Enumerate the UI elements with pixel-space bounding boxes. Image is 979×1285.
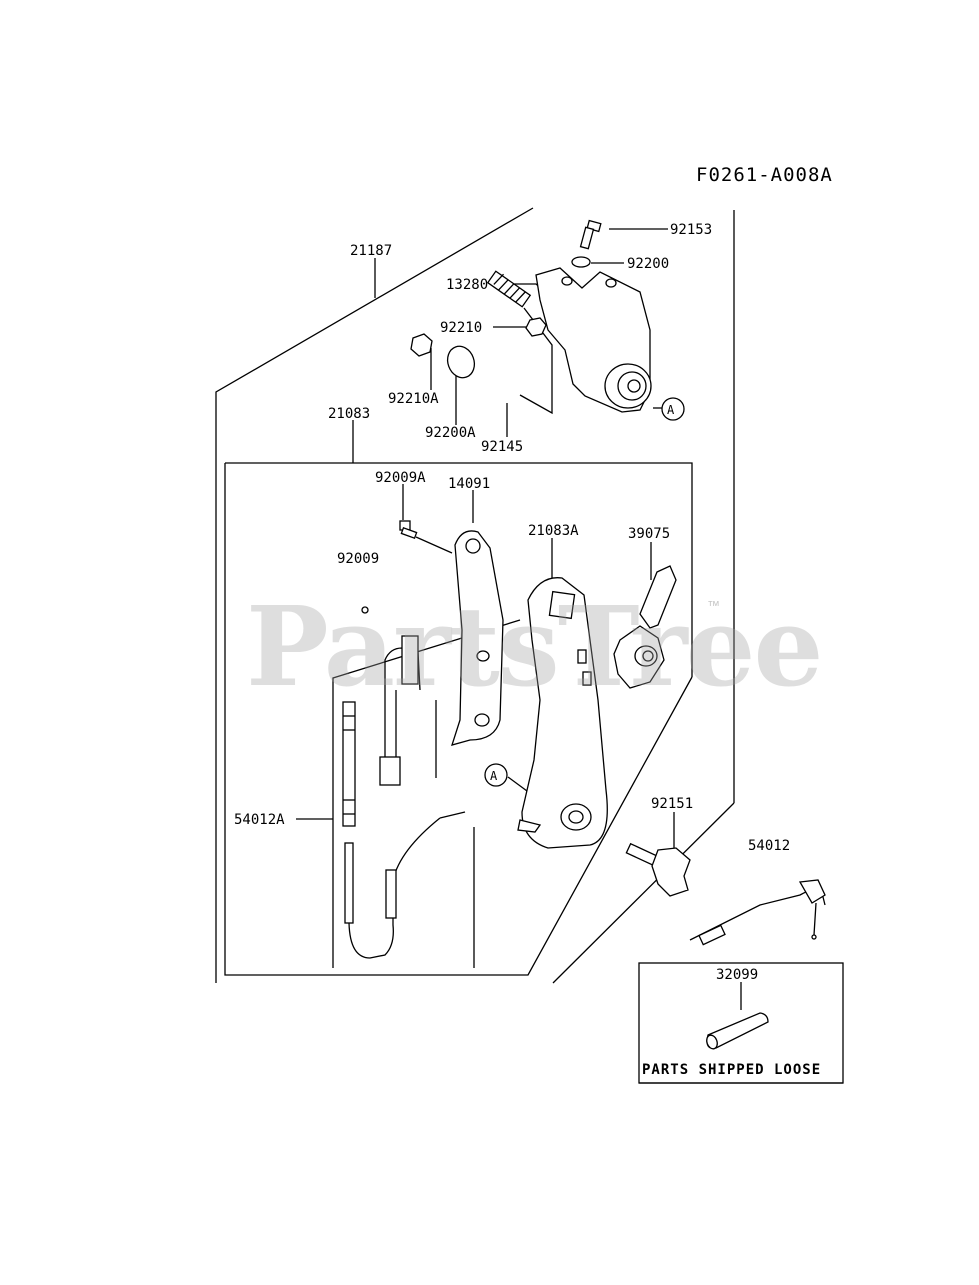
nut-92210A-icon — [410, 333, 433, 357]
bracket-13280-icon — [535, 267, 652, 413]
cable-54012-icon — [689, 879, 826, 946]
callout-a-upper-label: A — [667, 403, 675, 417]
part-label-92009A: 92009A — [375, 470, 426, 486]
part-label-92009: 92009 — [337, 551, 379, 567]
part-label-92145: 92145 — [481, 439, 523, 455]
nut-92210-icon — [525, 317, 547, 337]
part-label-92200A: 92200A — [425, 425, 476, 441]
part-label-92151: 92151 — [651, 796, 693, 812]
parts-shipped-loose-label: PARTS SHIPPED LOOSE — [642, 1062, 822, 1078]
bolt-92153-icon — [579, 219, 602, 250]
outer-frame-diag — [552, 802, 735, 984]
part-label-92210A: 92210A — [388, 391, 439, 407]
part-label-13280: 13280 — [446, 277, 488, 293]
callout-a-lower-label: A — [490, 769, 498, 783]
inner-frame-bottom — [224, 463, 693, 976]
lever-21083A-icon — [517, 577, 608, 849]
part-label-21083: 21083 — [328, 406, 370, 422]
part-label-92153: 92153 — [670, 222, 712, 238]
part-label-54012: 54012 — [748, 838, 790, 854]
watermark-trademark: ™ — [707, 598, 720, 613]
washer-92200A-icon — [446, 345, 476, 379]
cable-subframe — [332, 619, 521, 968]
part-label-54012A: 54012A — [234, 812, 285, 828]
part-label-92210: 92210 — [440, 320, 482, 336]
part-label-21187: 21187 — [350, 243, 392, 259]
part-label-92200: 92200 — [627, 256, 669, 272]
screw-92009A-icon — [399, 520, 418, 540]
cable-54012A-icon — [342, 606, 466, 959]
switch-lever-39075-icon — [613, 565, 677, 689]
diagram-id: F0261-A008A — [696, 164, 833, 186]
part-label-39075: 39075 — [628, 526, 670, 542]
watermark-logo: PartsTree — [246, 582, 824, 711]
knob-92151-icon — [625, 842, 691, 897]
outer-frame — [215, 207, 534, 983]
tool-32099-icon — [706, 1012, 769, 1050]
part-label-14091: 14091 — [448, 476, 490, 492]
washer-92200-icon — [571, 256, 591, 268]
part-label-32099: 32099 — [716, 967, 758, 983]
part-label-21083A: 21083A — [528, 523, 579, 539]
inner-frame — [225, 462, 693, 677]
callout-a-lower — [484, 763, 508, 787]
spring-92145-icon — [486, 270, 532, 308]
callout-a-upper — [661, 397, 685, 421]
plate-14091-icon — [451, 530, 504, 746]
